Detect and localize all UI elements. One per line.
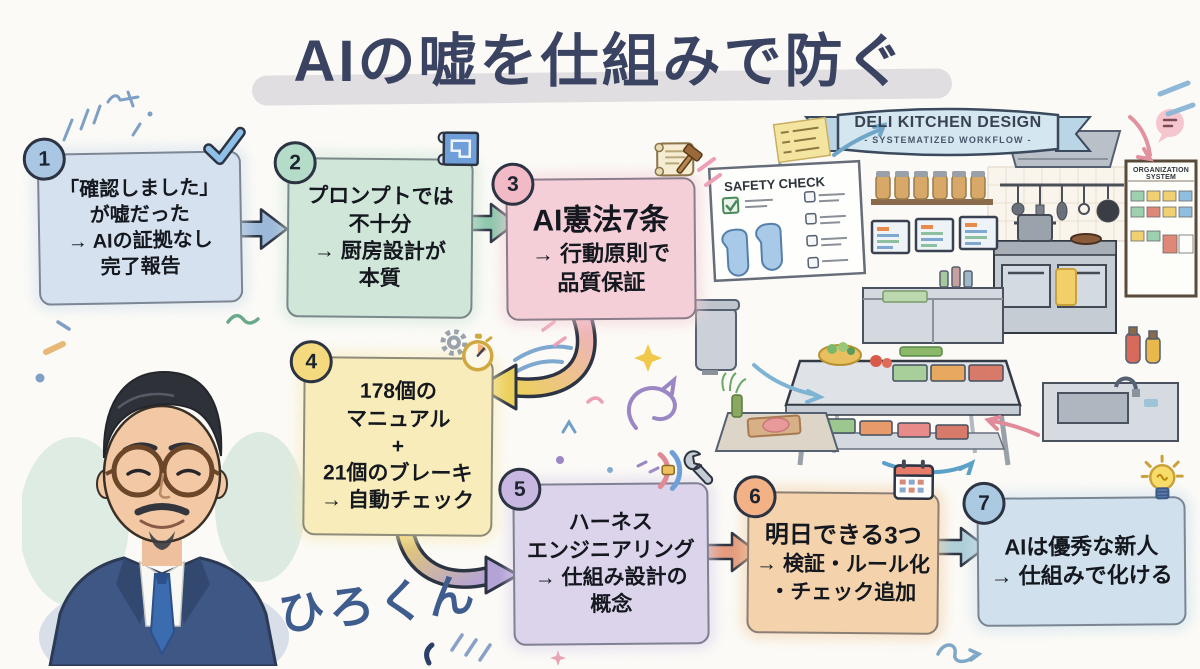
portrait-suit bbox=[48, 556, 278, 666]
kitchen-illustration bbox=[692, 107, 1198, 475]
kitchen-prep-table bbox=[784, 342, 1022, 466]
step-badge-5: 5 bbox=[498, 467, 542, 511]
step-7-line: → 仕組みで化ける bbox=[990, 561, 1173, 589]
step-box-3: 3 AI憲法7条 → 行動原則で 品質保証 bbox=[491, 142, 704, 328]
kitchen-condiments bbox=[1125, 326, 1161, 364]
step-2-line: → 厨房設計が bbox=[313, 239, 446, 264]
step-5-line: エンジニアリング bbox=[526, 537, 695, 563]
step-box-6: 6 明日できる3つ → 検証・ルール化 ・チェック追加 bbox=[733, 459, 947, 642]
kitchen-left-counter bbox=[862, 266, 1004, 344]
kitchen-banner-subtitle: - SYSTEMATIZED WORKFLOW - bbox=[864, 135, 1032, 145]
step-1-line: 「確認しました」 bbox=[59, 176, 220, 202]
step-3-line: → 行動原則で bbox=[531, 240, 671, 267]
step-1-line: が嘘だった bbox=[89, 203, 190, 227]
doodle-bottom-left-dashes bbox=[424, 633, 492, 666]
step-badge-4: 4 bbox=[289, 340, 333, 384]
step-4-line: 21個のブレーキ bbox=[322, 461, 473, 486]
step-box-1: 1 「確認しました」 が嘘だった → AIの証拠なし 完了報告 bbox=[22, 126, 251, 313]
kitchen-organization-board bbox=[1124, 159, 1198, 298]
step-badge-7: 7 bbox=[962, 481, 1006, 526]
blueprint-icon bbox=[432, 126, 484, 170]
scroll-gavel-icon bbox=[649, 135, 707, 186]
step-4-line: → 自動チェック bbox=[321, 488, 475, 514]
kitchen-speech-bubble bbox=[1128, 109, 1184, 162]
kitchen-cutting-station bbox=[714, 372, 840, 452]
step-badge-2: 2 bbox=[273, 141, 317, 185]
step-4-line: + bbox=[391, 434, 405, 458]
doodle-blue-curl-arrow bbox=[936, 643, 983, 664]
title-block: AIの嘘を仕組みで防ぐ bbox=[0, 14, 1200, 106]
portrait-head bbox=[96, 370, 228, 566]
step-1-line: → AIの証拠なし bbox=[67, 228, 213, 254]
harness-wrench-icon bbox=[652, 446, 714, 497]
calendar-icon bbox=[888, 456, 940, 502]
checkmark-icon bbox=[200, 126, 247, 167]
kitchen-flow-arrows bbox=[752, 363, 1040, 475]
page-title: AIの嘘を仕組みで防ぐ bbox=[293, 29, 907, 94]
step-box-5: 5 ハーネス エンジニアリング → 仕組み設計の 概念 bbox=[498, 449, 717, 653]
step-badge-6: 6 bbox=[733, 475, 777, 519]
kitchen-recipe-screens bbox=[870, 215, 999, 255]
step-7-line: AIは優秀な新人 bbox=[1004, 533, 1159, 560]
step-box-7: 7 AIは優秀な新人 → 仕組みで化ける bbox=[962, 454, 1194, 634]
step-6-line: 明日できる3つ bbox=[764, 521, 922, 550]
step-4-line: 178個の bbox=[359, 379, 438, 404]
step-3-line: AI憲法7条 bbox=[532, 203, 670, 238]
kitchen-utensils bbox=[1000, 183, 1124, 223]
step-6-line: ・チェック追加 bbox=[769, 579, 917, 605]
step-6-line: → 検証・ルール化 bbox=[755, 552, 931, 578]
kitchen-safety-poster bbox=[707, 159, 867, 283]
gear-stopwatch-icon bbox=[438, 328, 496, 376]
step-badge-3: 3 bbox=[491, 162, 535, 206]
kitchen-stove bbox=[993, 214, 1117, 334]
step-1-line: 完了報告 bbox=[100, 255, 181, 279]
kitchen-sink bbox=[1042, 376, 1179, 442]
step-2-line: プロンプトでは bbox=[307, 184, 454, 210]
step-5-line: 概念 bbox=[590, 593, 633, 617]
lightbulb-icon bbox=[1137, 454, 1187, 504]
step-2-line: 本質 bbox=[358, 267, 401, 291]
step-box-2: 2 プロンプトでは 不十分 → 厨房設計が 本質 bbox=[273, 131, 481, 326]
step-3-line: 品質保証 bbox=[557, 269, 646, 295]
step-2-line: 不十分 bbox=[348, 212, 412, 236]
kitchen-organization-board-title: ORGANIZATION SYSTEM bbox=[1133, 167, 1189, 181]
kitchen-banner-title: DELI KITCHEN DESIGN bbox=[854, 114, 1042, 131]
kitchen-spice-shelf bbox=[871, 171, 993, 205]
step-4-line: マニュアル bbox=[345, 407, 451, 432]
step-5-line: → 仕組み設計の bbox=[534, 565, 688, 590]
step-5-line: ハーネス bbox=[568, 511, 653, 535]
doodle-top-left-scribbles bbox=[62, 90, 153, 142]
portrait-illustration bbox=[22, 370, 305, 666]
step-box-4: 4 178個の マニュアル + 21個のブレーキ → 自動チェック bbox=[289, 328, 501, 544]
kitchen-trash-can bbox=[692, 299, 740, 375]
